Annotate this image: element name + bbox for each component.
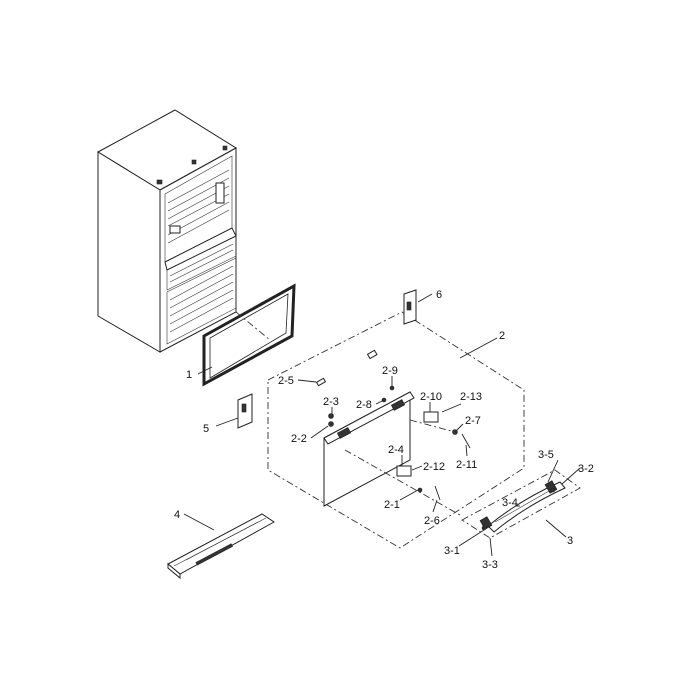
label-3-5: 3-5 [538,449,554,461]
label-2-5: 2-5 [278,375,294,387]
door-handle [461,469,581,539]
label-2-8: 2-8 [356,399,372,411]
label-3-1: 3-1 [444,545,460,557]
hinge-left [237,393,253,429]
label-2-1: 2-1 [384,499,400,511]
hinge-top [403,289,417,325]
label-2-13: 2-13 [460,391,482,403]
label-2-3: 2-3 [323,396,339,408]
freezer-door-panel [323,391,461,516]
label-4: 4 [174,509,180,521]
label-2-7: 2-7 [465,415,481,427]
label-1: 1 [186,369,192,381]
refrigerator-cabinet [97,109,237,353]
label-2-12: 2-12 [423,461,445,473]
freezer-bin-rail [167,513,275,580]
callout-labels: 1 2 2-1 2-2 2-3 2-4 2-5 2-6 2-7 2-8 2-9 … [174,289,594,571]
door-gasket [202,283,296,387]
label-2-11: 2-11 [456,459,477,471]
label-3-2: 3-2 [578,463,594,475]
label-3: 3 [567,535,573,547]
leader-lines [183,293,581,557]
label-2-10: 2-10 [420,391,442,403]
label-2: 2 [499,330,505,342]
label-3-3: 3-3 [482,559,498,571]
fasteners [315,349,471,501]
door-assembly-outline [267,311,525,549]
label-2-2: 2-2 [291,433,307,445]
label-3-4: 3-4 [502,497,518,509]
label-6: 6 [436,289,442,301]
label-5: 5 [203,423,209,435]
label-2-4: 2-4 [388,444,404,456]
label-2-6: 2-6 [424,515,440,527]
label-2-9: 2-9 [382,365,398,377]
